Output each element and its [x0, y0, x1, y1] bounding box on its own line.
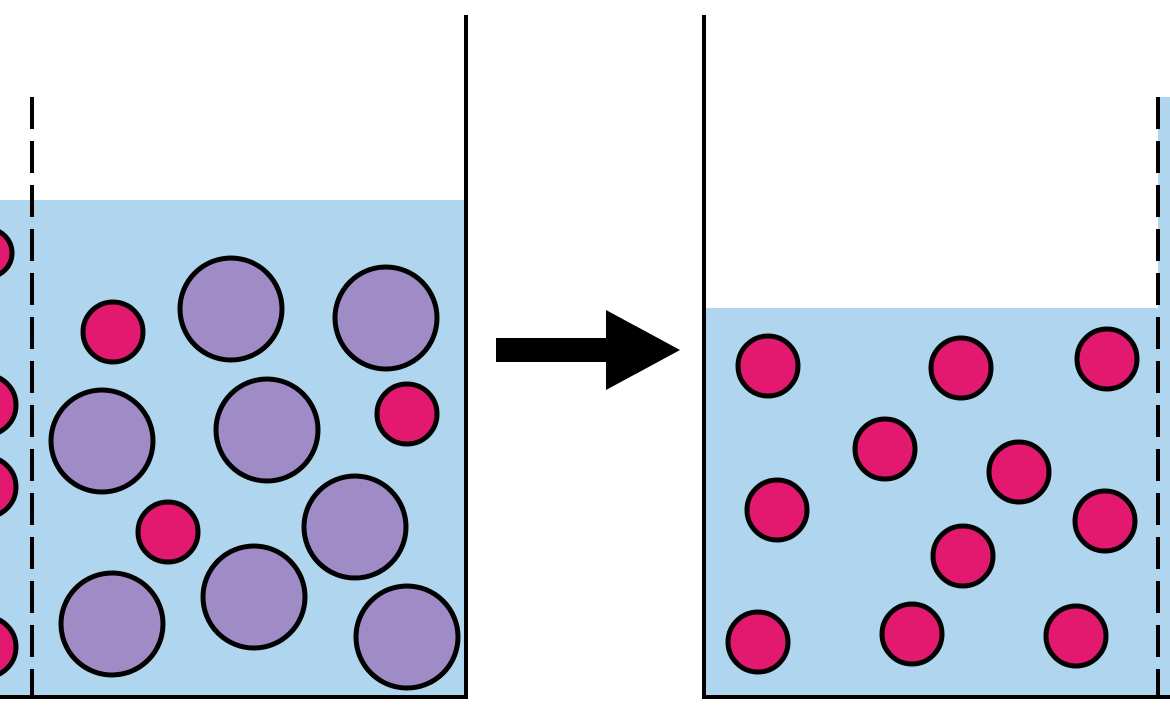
small-particle — [374, 381, 440, 447]
large-particle — [177, 255, 285, 363]
water-after-edge — [1158, 97, 1170, 697]
small-particle-edge — [0, 229, 15, 277]
small-particle-edge — [0, 617, 19, 677]
small-particle — [1072, 488, 1138, 554]
large-particle — [200, 543, 308, 651]
small-particle-edge — [0, 375, 19, 435]
small-particle — [879, 601, 945, 667]
small-particle — [80, 299, 146, 365]
small-particle — [930, 523, 996, 589]
small-particle — [852, 416, 918, 482]
large-particle — [301, 473, 409, 581]
small-particle — [1074, 326, 1140, 392]
large-particle — [48, 387, 156, 495]
small-particle — [725, 609, 791, 675]
small-particle — [928, 335, 994, 401]
arrow-right-icon — [496, 310, 680, 390]
large-particle — [58, 570, 166, 678]
large-particle — [213, 376, 321, 484]
panel-before — [0, 15, 468, 699]
small-particle — [744, 477, 810, 543]
small-particle-edge — [0, 457, 19, 517]
large-particle — [353, 583, 461, 691]
panel-after — [702, 15, 1170, 699]
small-particle — [986, 439, 1052, 505]
small-particle — [135, 499, 201, 565]
small-particle — [1043, 603, 1109, 669]
large-particle — [332, 264, 440, 372]
small-particle — [735, 333, 801, 399]
